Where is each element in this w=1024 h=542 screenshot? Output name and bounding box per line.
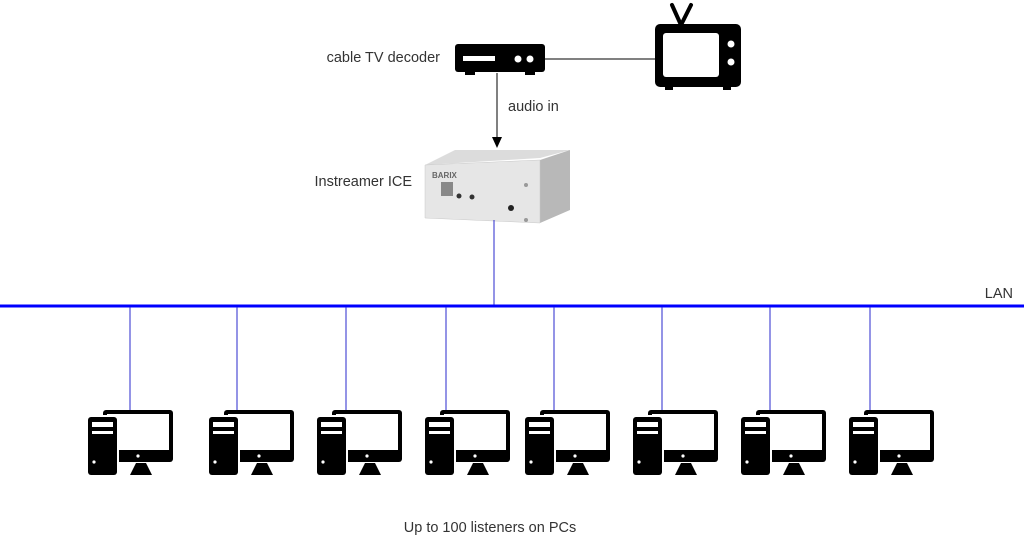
pc-icon <box>847 410 934 477</box>
pc-icon <box>86 410 173 477</box>
listeners-label: Up to 100 listeners on PCs <box>404 520 576 536</box>
pc-icon <box>739 410 826 477</box>
pc-icon <box>315 410 402 477</box>
pc-icon <box>631 410 718 477</box>
pc-icon <box>523 410 610 477</box>
brand-logo: BARIX <box>432 171 458 180</box>
pc-icon <box>207 410 294 477</box>
instreamer-label: Instreamer ICE <box>315 174 413 190</box>
decoder-label: cable TV decoder <box>327 50 441 66</box>
cable-decoder-icon <box>455 44 545 75</box>
audio-in-label: audio in <box>508 99 559 115</box>
instreamer-device-icon: BARIX <box>424 150 570 224</box>
pc-group <box>86 307 934 477</box>
arrow-head-icon <box>492 137 502 148</box>
lan-label: LAN <box>985 286 1013 302</box>
pc-icon <box>423 410 510 477</box>
tv-icon <box>655 3 741 90</box>
